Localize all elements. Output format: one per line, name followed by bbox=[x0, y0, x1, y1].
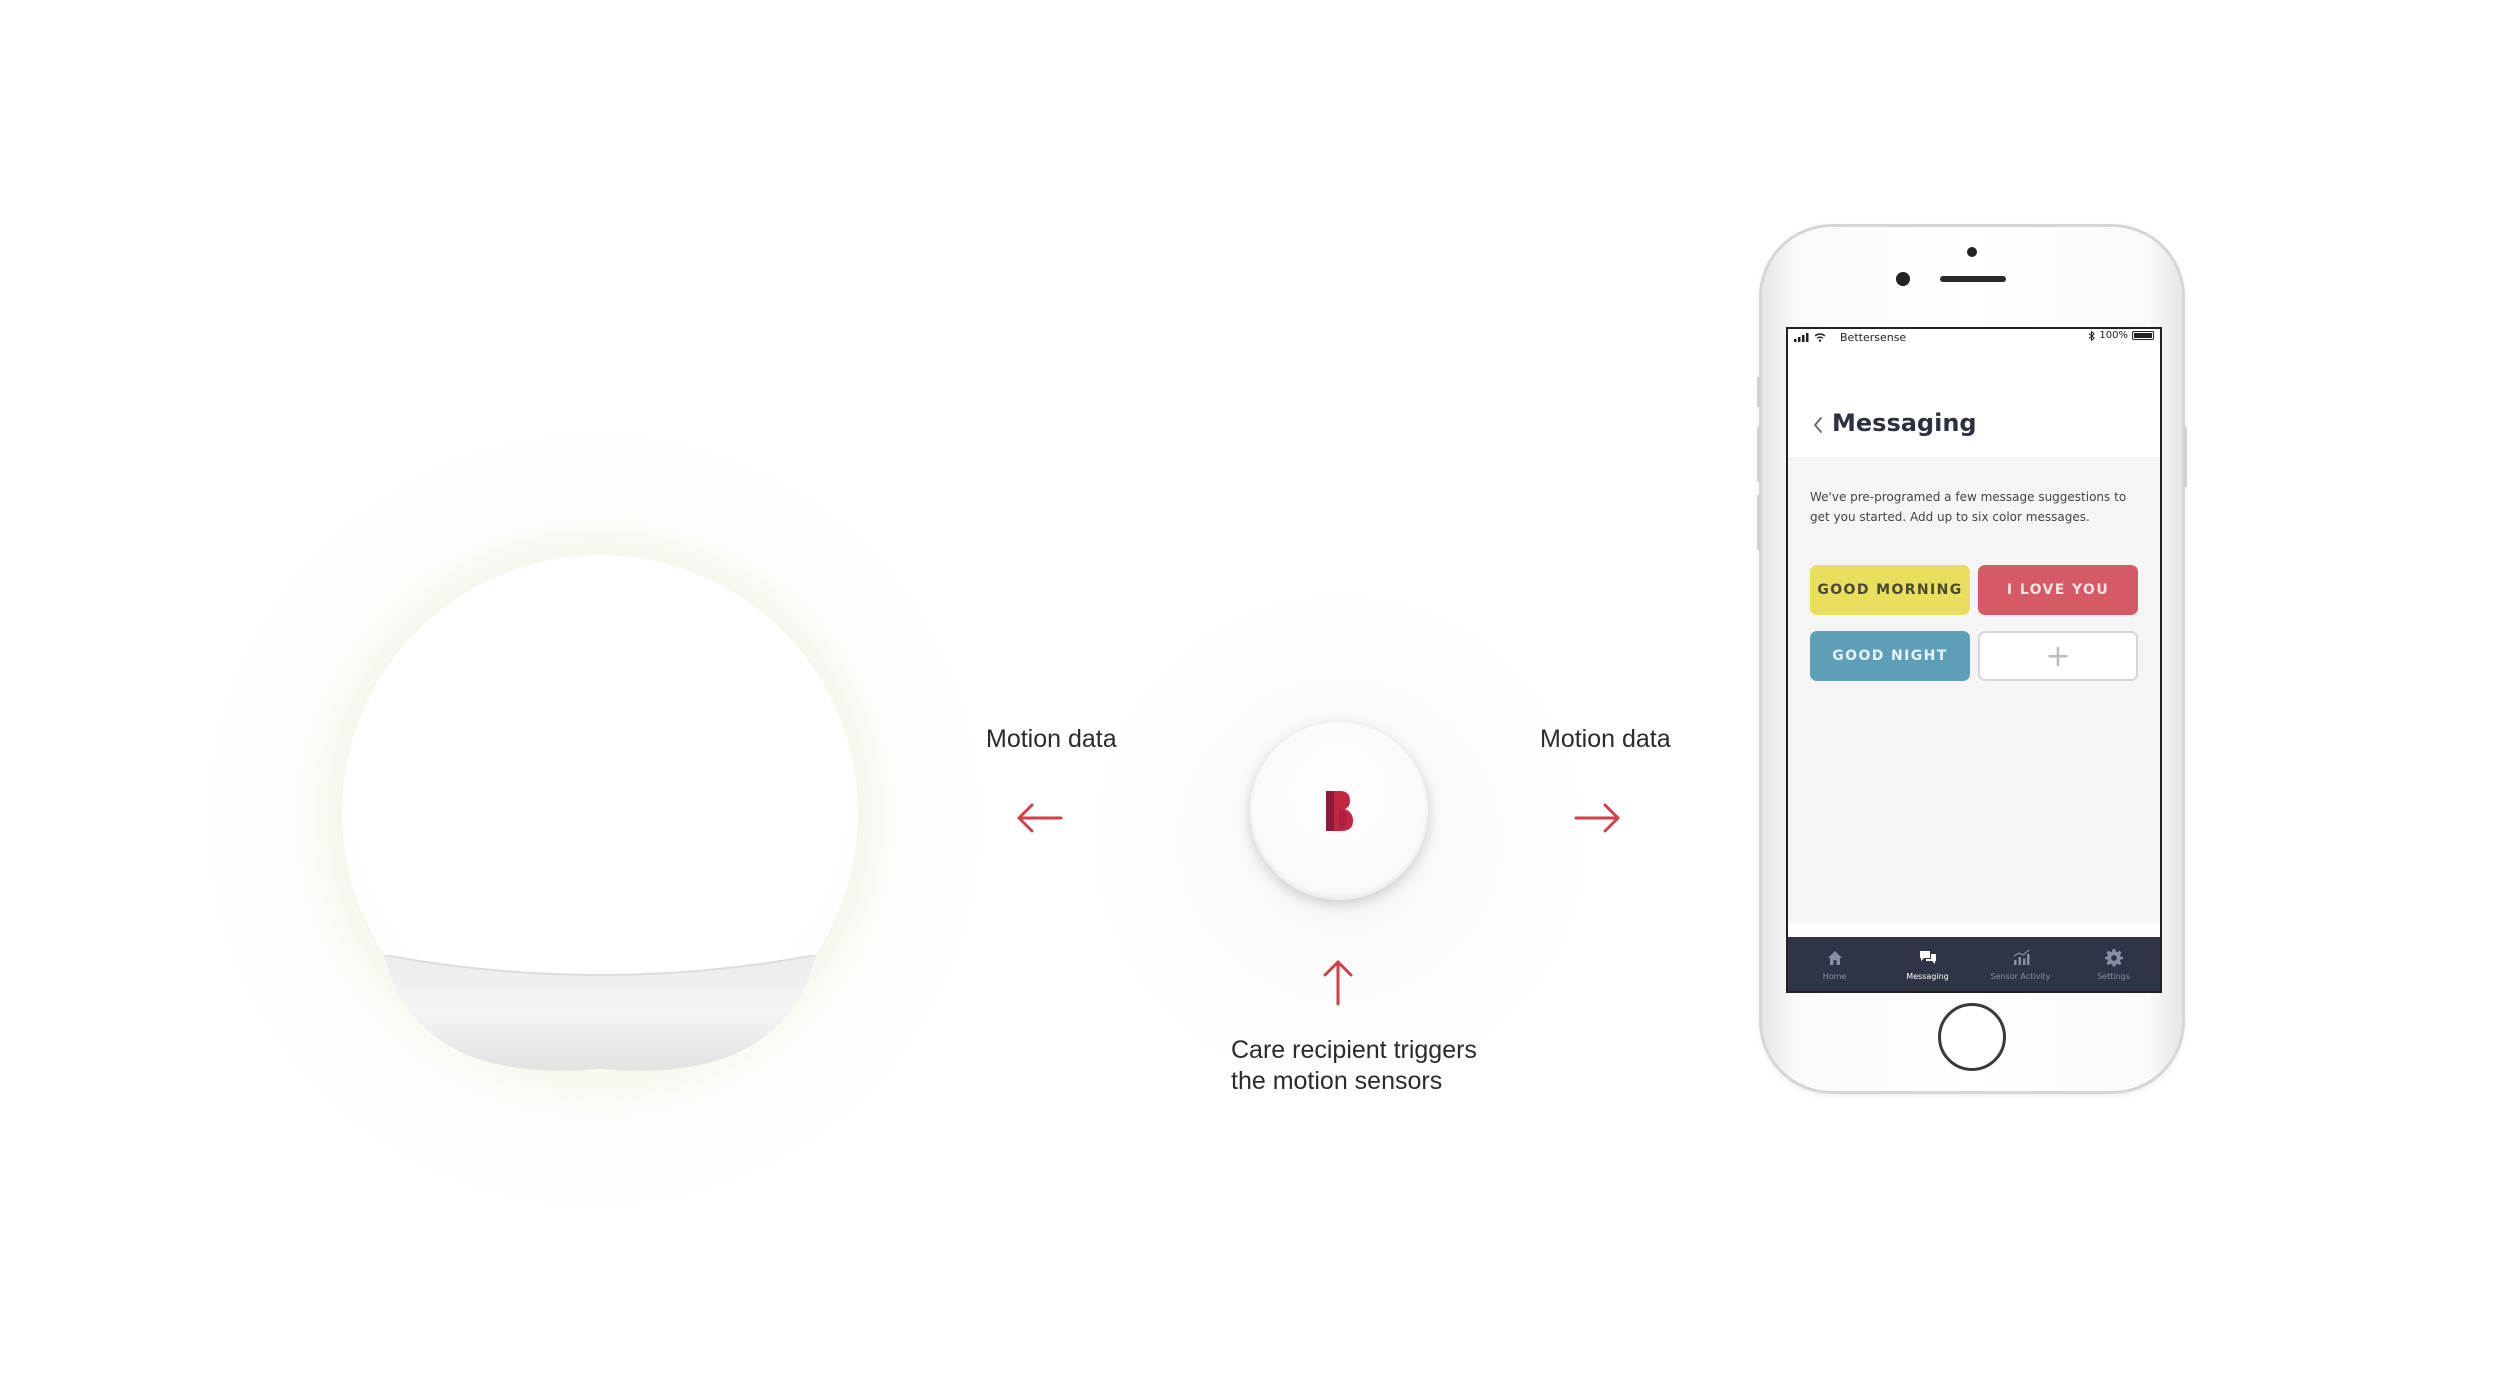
arrow-left-icon bbox=[1017, 803, 1063, 833]
tab-home[interactable]: Home bbox=[1788, 937, 1881, 991]
message-button-good-morning[interactable]: GOOD MORNING bbox=[1810, 565, 1970, 615]
arrow-up-icon bbox=[1323, 960, 1353, 1006]
phone-side-button bbox=[1757, 377, 1760, 407]
tab-bar: Home Messaging Sensor Activity bbox=[1788, 937, 2160, 991]
home-icon bbox=[1827, 950, 1842, 965]
message-button-good-night[interactable]: GOOD NIGHT bbox=[1810, 631, 1970, 681]
tab-label: Settings bbox=[2097, 971, 2130, 981]
screen-header: Messaging bbox=[1788, 345, 2160, 457]
gear-icon bbox=[2104, 948, 2123, 967]
arrow-right-icon bbox=[1574, 803, 1620, 833]
chevron-left-icon[interactable] bbox=[1812, 415, 1824, 435]
status-left: Bettersense bbox=[1794, 331, 1906, 344]
care-recipient-label-line1: Care recipient triggers bbox=[1231, 1036, 1477, 1064]
bluetooth-icon bbox=[2089, 330, 2096, 341]
activity-icon bbox=[2013, 949, 2029, 965]
bettersense-logo-icon bbox=[1326, 791, 1353, 831]
intro-text: We've pre-programed a few message sugges… bbox=[1810, 490, 2127, 524]
message-button-i-love-you[interactable]: I LOVE YOU bbox=[1978, 565, 2138, 615]
tab-sensor-activity[interactable]: Sensor Activity bbox=[1974, 937, 2067, 991]
tab-settings[interactable]: Settings bbox=[2067, 937, 2160, 991]
right-motion-data-label: Motion data bbox=[1540, 725, 1671, 753]
care-recipient-label: Care recipient triggers the motion senso… bbox=[1231, 1035, 1477, 1097]
status-right: 100% bbox=[2088, 330, 2154, 341]
wifi-icon bbox=[1814, 333, 1826, 342]
phone-speaker bbox=[1940, 276, 2006, 282]
lamp-base bbox=[384, 955, 816, 1155]
motion-sensor-hub bbox=[1250, 722, 1428, 900]
phone-sensor-dot bbox=[1967, 247, 1977, 257]
carrier-name: Bettersense bbox=[1840, 331, 1907, 344]
smartphone: Bettersense 100% Messaging We've pre-pro… bbox=[1757, 227, 2187, 1091]
phone-side-button bbox=[1757, 495, 1760, 550]
left-motion-data-label: Motion data bbox=[986, 725, 1117, 753]
home-button[interactable] bbox=[1938, 1003, 2006, 1071]
battery-percent: 100% bbox=[2099, 330, 2128, 341]
front-camera bbox=[1896, 272, 1910, 286]
status-bar: Bettersense 100% bbox=[1788, 329, 2160, 345]
chat-icon bbox=[1919, 950, 1936, 964]
signal-icon bbox=[1794, 333, 1809, 342]
tab-label: Home bbox=[1822, 971, 1847, 981]
bettersense-lamp bbox=[342, 555, 858, 1071]
messaging-body: We've pre-programed a few message sugges… bbox=[1788, 457, 2160, 923]
phone-screen: Bettersense 100% Messaging We've pre-pro… bbox=[1786, 327, 2162, 993]
battery-icon bbox=[2132, 331, 2154, 340]
add-message-button[interactable]: + bbox=[1978, 631, 2138, 681]
screen-title: Messaging bbox=[1832, 409, 1977, 437]
tab-messaging[interactable]: Messaging bbox=[1881, 937, 1974, 991]
phone-side-button bbox=[2184, 427, 2187, 487]
phone-side-button bbox=[1757, 427, 1760, 482]
tab-label: Messaging bbox=[1906, 971, 1949, 981]
tab-label: Sensor Activity bbox=[1990, 971, 2051, 981]
care-recipient-label-line2: the motion sensors bbox=[1231, 1067, 1443, 1095]
